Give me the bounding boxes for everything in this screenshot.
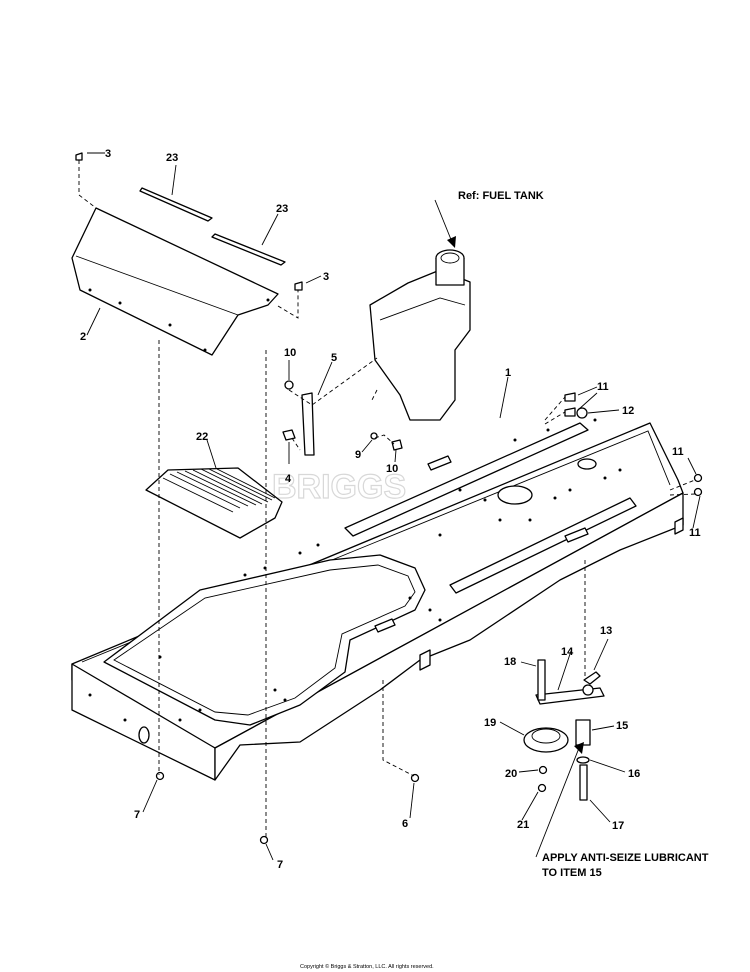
callout-14: 14 <box>561 646 574 658</box>
callout-20: 20 <box>505 768 517 780</box>
callout-19: 19 <box>484 717 496 729</box>
callout-3: 3 <box>323 271 329 283</box>
callout-9: 9 <box>355 449 361 461</box>
watermark: BRIGGS <box>272 468 406 506</box>
cover-part-2 <box>71 207 279 356</box>
callout-11: 11 <box>597 381 609 393</box>
foot-mat-part-22 <box>145 467 283 539</box>
idler-assembly <box>523 659 605 801</box>
fuel-tank-reference-label: Ref: FUEL TANK <box>458 190 544 202</box>
callout-15: 15 <box>616 720 628 732</box>
callout-3: 3 <box>105 148 111 160</box>
callout-11: 11 <box>672 446 684 458</box>
callout-11: 11 <box>689 527 701 539</box>
callout-10: 10 <box>386 463 398 475</box>
callout-13: 13 <box>600 625 612 637</box>
lubricant-note-line-1: APPLY ANTI-SEIZE LUBRICANT <box>542 852 709 864</box>
callout-23: 23 <box>276 203 288 215</box>
frame-part-1 <box>71 418 684 781</box>
leader-lines <box>86 152 701 861</box>
callout-2: 2 <box>80 331 86 343</box>
callout-12: 12 <box>622 405 634 417</box>
callout-17: 17 <box>612 820 624 832</box>
callout-18: 18 <box>504 656 516 668</box>
bracket-part-5 <box>301 392 315 456</box>
callout-7: 7 <box>134 809 140 821</box>
lubricant-note-line-2: TO ITEM 15 <box>542 867 602 879</box>
decal-part-23-b <box>211 233 286 266</box>
fuel-tank-reference <box>369 199 471 421</box>
callout-1: 1 <box>505 367 511 379</box>
callout-16: 16 <box>628 768 640 780</box>
callout-23: 23 <box>166 152 178 164</box>
callout-labels: 3 23 23 3 2 10 5 1 11 12 22 11 9 10 4 11… <box>80 148 701 871</box>
alignment-lines <box>78 160 696 838</box>
decal-part-23-a <box>139 187 213 222</box>
callout-4: 4 <box>285 473 292 485</box>
copyright-notice: Copyright © Briggs & Stratton, LLC. All … <box>300 963 434 970</box>
callout-8: 10 <box>284 347 296 359</box>
callout-7: 7 <box>277 859 283 871</box>
callout-5: 5 <box>331 352 337 364</box>
callout-21: 21 <box>517 819 529 831</box>
callout-22: 22 <box>196 431 208 443</box>
callout-6: 6 <box>402 818 408 830</box>
